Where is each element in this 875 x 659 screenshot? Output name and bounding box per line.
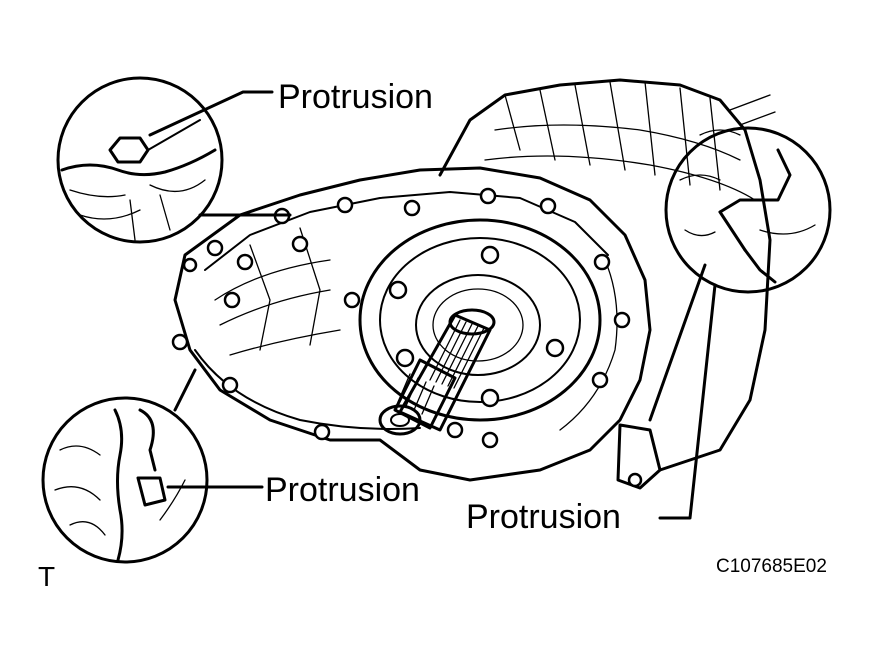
output-shaft [378,308,496,436]
figure-code: C107685E02 [716,556,827,577]
transfer-case-body [171,166,652,482]
protrusion-label-bottom-left: Protrusion [265,471,420,509]
protrusion-label-bottom-right: Protrusion [466,498,621,536]
detail-circle-right [648,126,832,520]
protrusion-label-top: Protrusion [278,78,433,116]
corner-mark: T [38,561,56,592]
rear-output-flange [358,218,602,422]
transmission-housing [438,78,776,472]
detail-circle-bottom-left [41,368,264,564]
case-mount-foot [616,423,662,490]
detail-circle-top [56,76,292,244]
